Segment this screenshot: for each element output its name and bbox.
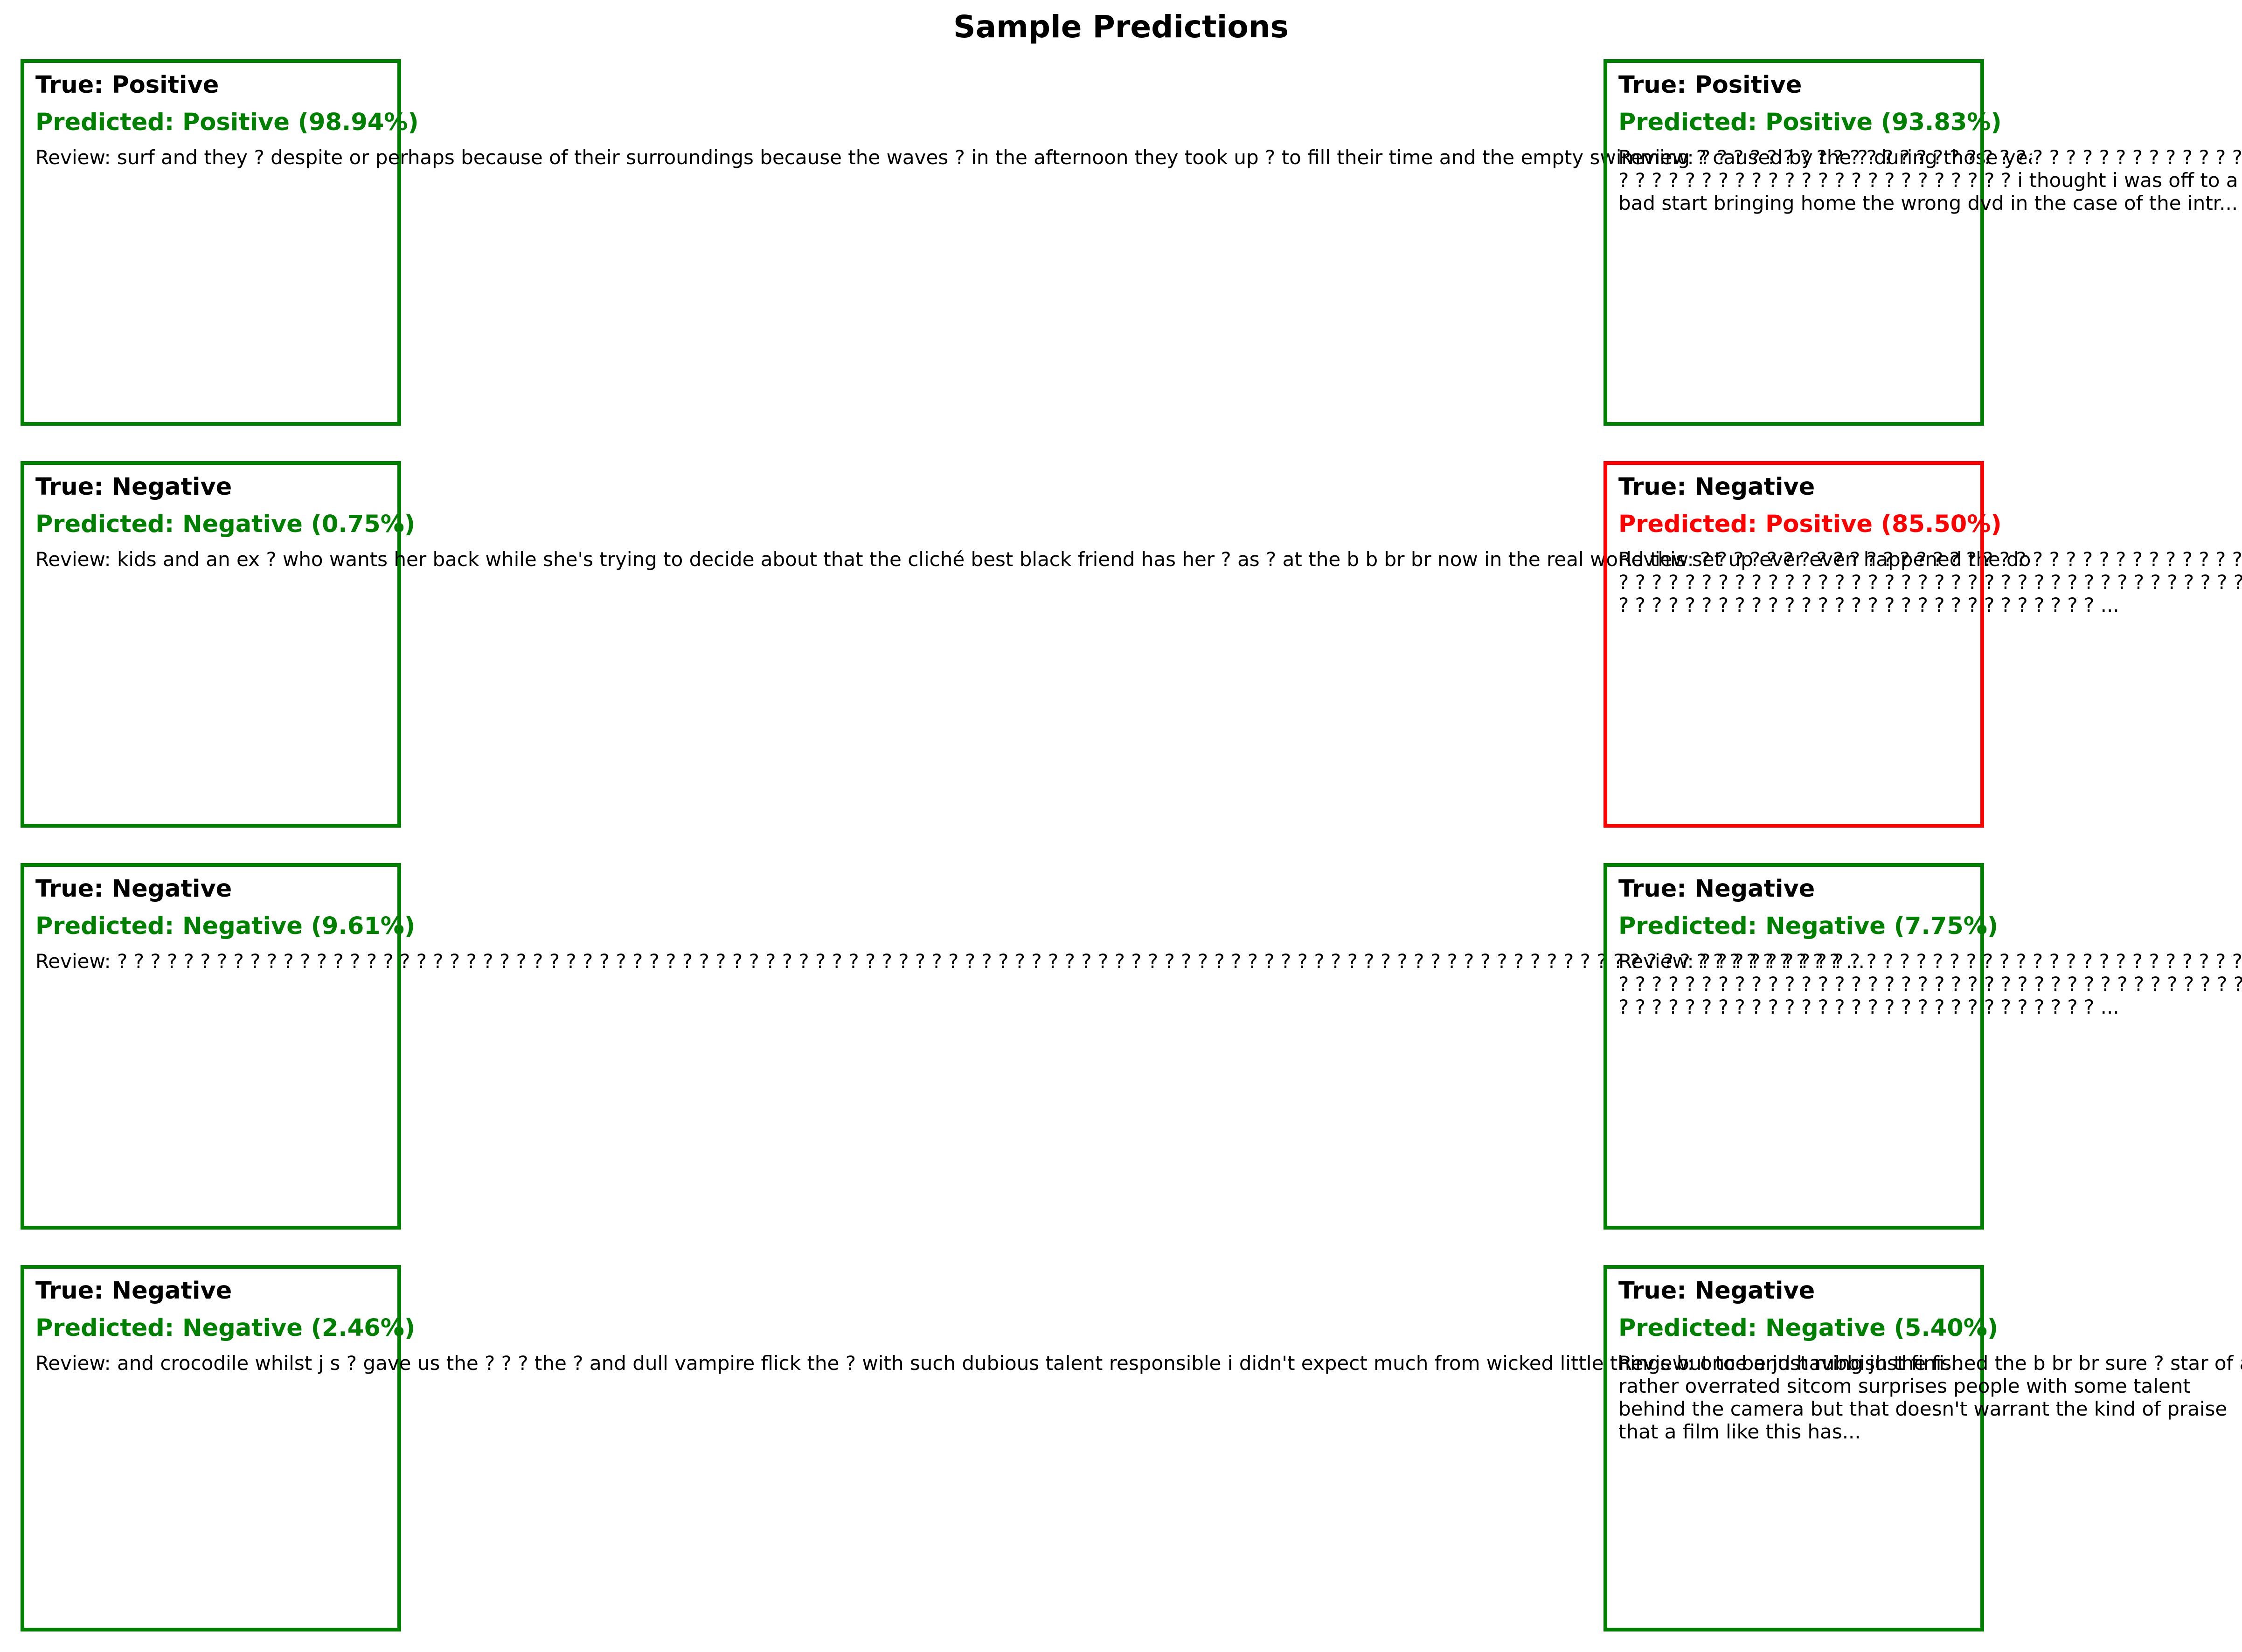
prediction-panel-5: True: Negative Predicted: Negative (9.61… <box>21 863 1865 1230</box>
review-text: Review: kids and an ex ? who wants her b… <box>35 548 2032 571</box>
true-label: True: Negative <box>1618 875 1815 903</box>
predicted-label: Predicted: Negative (2.46%) <box>35 1314 416 1342</box>
predicted-label: Predicted: Negative (7.75%) <box>1618 912 1999 940</box>
predicted-label: Predicted: Positive (85.50%) <box>1618 511 2002 538</box>
predicted-label: Predicted: Positive (98.94%) <box>35 109 419 136</box>
prediction-panel-2: True: Positive Predicted: Positive (93.8… <box>1603 59 2242 426</box>
true-label: True: Positive <box>35 71 219 99</box>
true-label: True: Negative <box>35 473 232 501</box>
true-label: True: Negative <box>35 1277 232 1305</box>
true-label: True: Negative <box>1618 1277 1815 1305</box>
true-label: True: Negative <box>1618 473 1815 501</box>
prediction-panel-3: True: Negative Predicted: Negative (0.75… <box>21 461 2032 828</box>
review-text: Review: ? ? ? ? ? ? ? ? ? ? ? ? ? ? ? ? … <box>1618 548 2242 616</box>
predicted-label: Predicted: Positive (93.83%) <box>1618 109 2002 136</box>
prediction-panel-4: True: Negative Predicted: Positive (85.5… <box>1603 461 2242 828</box>
true-label: True: Negative <box>35 875 232 903</box>
figure-title: Sample Predictions <box>953 9 1289 45</box>
review-text: Review: ? ? ? ? ? ? ? ? ? ? ? ? ? ? ? ? … <box>1618 146 2242 214</box>
prediction-panel-8: True: Negative Predicted: Negative (5.40… <box>1603 1265 2242 1631</box>
review-text: Review: and crocodile whilst j s ? gave … <box>35 1352 1964 1375</box>
review-text: Review: ? ? ? ? ? ? ? ? ? ? ? ? ? ? ? ? … <box>35 950 1865 973</box>
review-text: Review: surf and they ? despite or perha… <box>35 146 2032 169</box>
prediction-panel-7: True: Negative Predicted: Negative (2.46… <box>21 1265 1963 1631</box>
true-label: True: Positive <box>1618 71 1802 99</box>
prediction-panel-6: True: Negative Predicted: Negative (7.75… <box>1603 863 2242 1230</box>
prediction-panel-1: True: Positive Predicted: Positive (98.9… <box>21 59 2032 426</box>
predicted-label: Predicted: Negative (5.40%) <box>1618 1314 1999 1342</box>
review-text: Review: once and having just finished th… <box>1618 1352 2242 1443</box>
predicted-label: Predicted: Negative (0.75%) <box>35 511 416 538</box>
review-text: Review: ? ? ? ? ? ? ? ? ? ? ? ? ? ? ? ? … <box>1618 950 2242 1018</box>
predicted-label: Predicted: Negative (9.61%) <box>35 912 416 940</box>
